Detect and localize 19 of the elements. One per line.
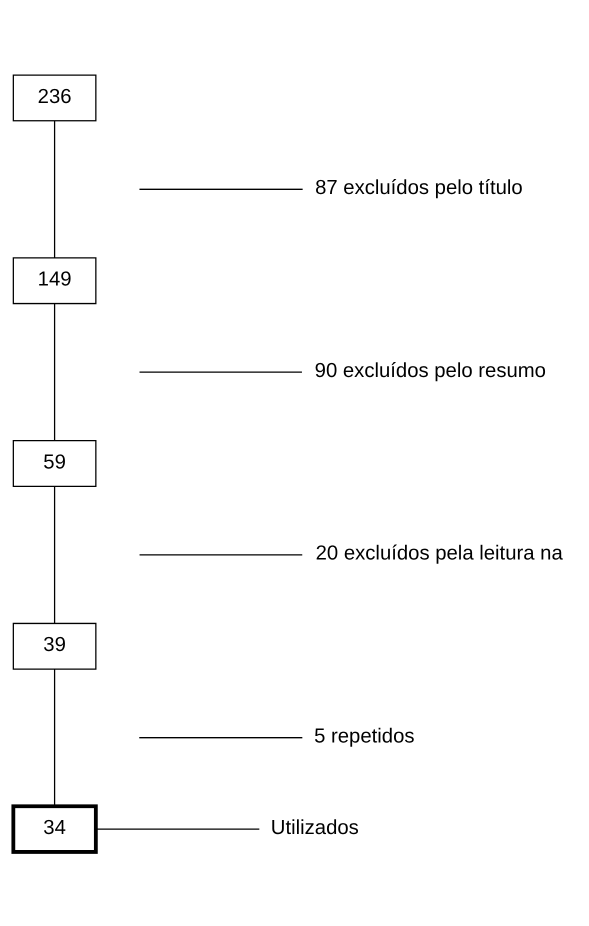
connector [140, 370, 302, 372]
node-text: 20 excluídos pela leitura na [316, 542, 563, 564]
node-box: 236 [12, 74, 96, 121]
connector [96, 828, 260, 830]
node-text: 87 excluídos pelo título [315, 176, 523, 199]
connector [139, 188, 303, 190]
node-box: 149 [12, 256, 96, 304]
connector [140, 554, 302, 556]
node-text: Utilizados [270, 816, 359, 838]
node-text: 5 repetidos [314, 725, 415, 748]
connector [54, 668, 56, 806]
node-box: 59 [12, 440, 96, 486]
connector [139, 736, 302, 738]
connector [54, 120, 56, 258]
connector [54, 486, 56, 623]
node-box: 34 [11, 804, 98, 854]
connector [54, 303, 56, 440]
node-text: 90 excluídos pelo resumo [314, 359, 546, 382]
node-box: 39 [12, 622, 96, 670]
